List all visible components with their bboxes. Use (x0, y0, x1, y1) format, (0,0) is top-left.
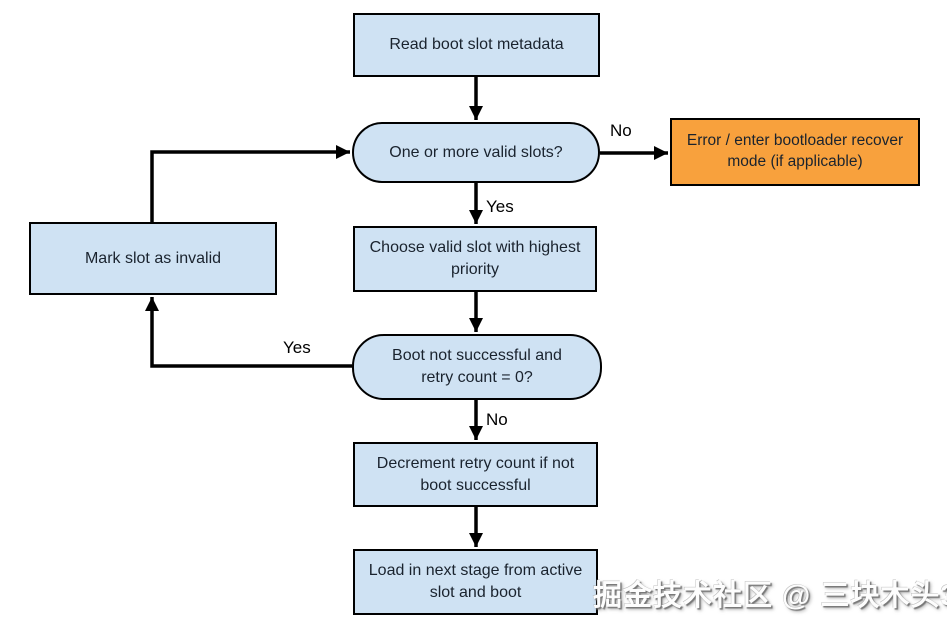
edge-label-valid-slots-yes: Yes (486, 197, 514, 216)
node-load-next-stage: Load in next stage from active slot and … (353, 549, 598, 615)
edge-boot-check-yes-to-mark-invalid (145, 297, 352, 368)
edge-mark-invalid-to-valid-slots (150, 145, 350, 222)
node-decision-boot-not-successful: Boot not successful and retry count = 0? (352, 334, 602, 400)
node-read-boot-slot-metadata: Read boot slot metadata (353, 13, 600, 77)
node-mark-slot-invalid: Mark slot as invalid (29, 222, 277, 295)
edge-label-boot-check-no: No (486, 410, 508, 429)
node-decrement-retry-count: Decrement retry count if not boot succes… (353, 442, 598, 507)
watermark-text: 掘金技术社区 @ 三块木头333 (593, 580, 947, 612)
node-error-bootloader-recover: Error / enter bootloader recover mode (i… (670, 118, 920, 186)
edge-label-boot-check-yes: Yes (283, 338, 311, 357)
edge-label-valid-slots-no: No (610, 121, 632, 140)
node-choose-valid-slot: Choose valid slot with highest priority (353, 226, 597, 292)
node-decision-valid-slots: One or more valid slots? (352, 122, 600, 183)
